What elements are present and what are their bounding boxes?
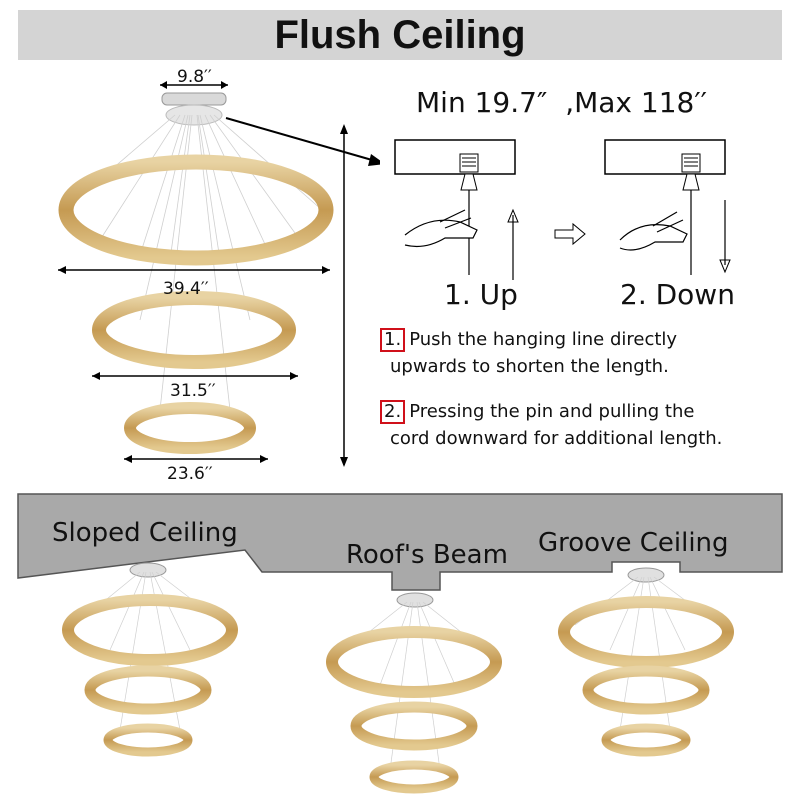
instruction-1-line1: Push the hanging line directly [409,329,678,350]
medium-ring-width-label: 31.5′′ [170,381,216,401]
title-banner [18,10,782,60]
step-down-label: 2. Down [620,278,735,311]
step-up-label: 1. Up [444,278,518,311]
groove-chandelier [558,567,734,757]
small-ring-width-label: 23.6′′ [167,464,213,484]
instruction-2: 2.Pressing the pin and pulling the cord … [380,398,798,452]
sloped-ceiling-chandelier [62,562,238,757]
instruction-1-number: 1. [380,328,406,352]
instruction-2-number: 2. [380,400,406,424]
instruction-1-line2: upwards to shorten the length. [390,356,669,377]
adjustment-illustration [394,139,731,280]
length-range: Min 19.7″ ,Max 118′′ [416,86,708,119]
instruction-2-line2: cord downward for additional length. [390,428,723,449]
ceiling-types-illustration [17,493,783,794]
page-title: Flush Ceiling [274,13,526,57]
groove-ceiling-label: Groove Ceiling [538,528,729,558]
roof-beam-label: Roof's Beam [346,540,508,570]
instruction-1: 1.Push the hanging line directly upwards… [380,326,790,380]
instruction-2-line1: Pressing the pin and pulling the [409,401,695,422]
sloped-ceiling-label: Sloped Ceiling [52,518,238,548]
beam-chandelier [326,592,502,794]
large-ring-width-label: 39.4′′ [163,279,209,299]
canopy-width-label: 9.8′′ [177,67,212,87]
chandelier-dimension-diagram [58,81,380,467]
